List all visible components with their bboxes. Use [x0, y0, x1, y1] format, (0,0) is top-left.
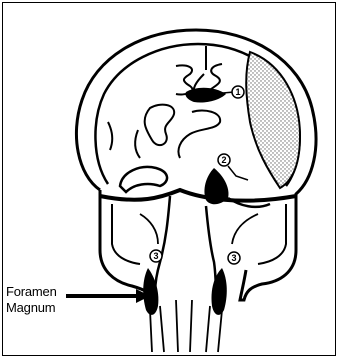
foramen-label-line1: Foramen — [6, 284, 57, 300]
cerebellar-line-right — [232, 214, 258, 244]
gyrus-3 — [108, 122, 112, 150]
cerebellar-line-left — [140, 214, 158, 244]
svg-text:1: 1 — [235, 87, 240, 97]
spinal-cord — [150, 300, 222, 352]
gyrus-4 — [135, 130, 140, 158]
hematoma — [246, 52, 300, 188]
marker-1: 1 — [232, 86, 244, 98]
foramen-label-line2: Magnum — [6, 300, 55, 316]
brainstem-left — [155, 196, 170, 300]
tonsil-right — [211, 268, 226, 315]
svg-text:3: 3 — [153, 251, 158, 261]
svg-text:2: 2 — [221, 155, 226, 165]
marker-3-left: 3 — [150, 250, 162, 262]
gyrus-1 — [145, 105, 175, 146]
gyrus-2 — [178, 110, 220, 158]
marker-2-leader — [228, 166, 248, 180]
marker-3-right: 3 — [228, 252, 240, 264]
marker-2: 2 — [218, 154, 230, 166]
svg-text:3: 3 — [231, 253, 236, 263]
brainstem-shift — [204, 168, 228, 204]
posterior-fossa-left — [112, 204, 140, 264]
skull-base — [100, 190, 296, 201]
posterior-fossa-right — [258, 204, 286, 264]
lateral-ventricle — [185, 88, 226, 103]
sulci-right — [210, 64, 222, 90]
temporal-lobe-left — [120, 167, 167, 192]
